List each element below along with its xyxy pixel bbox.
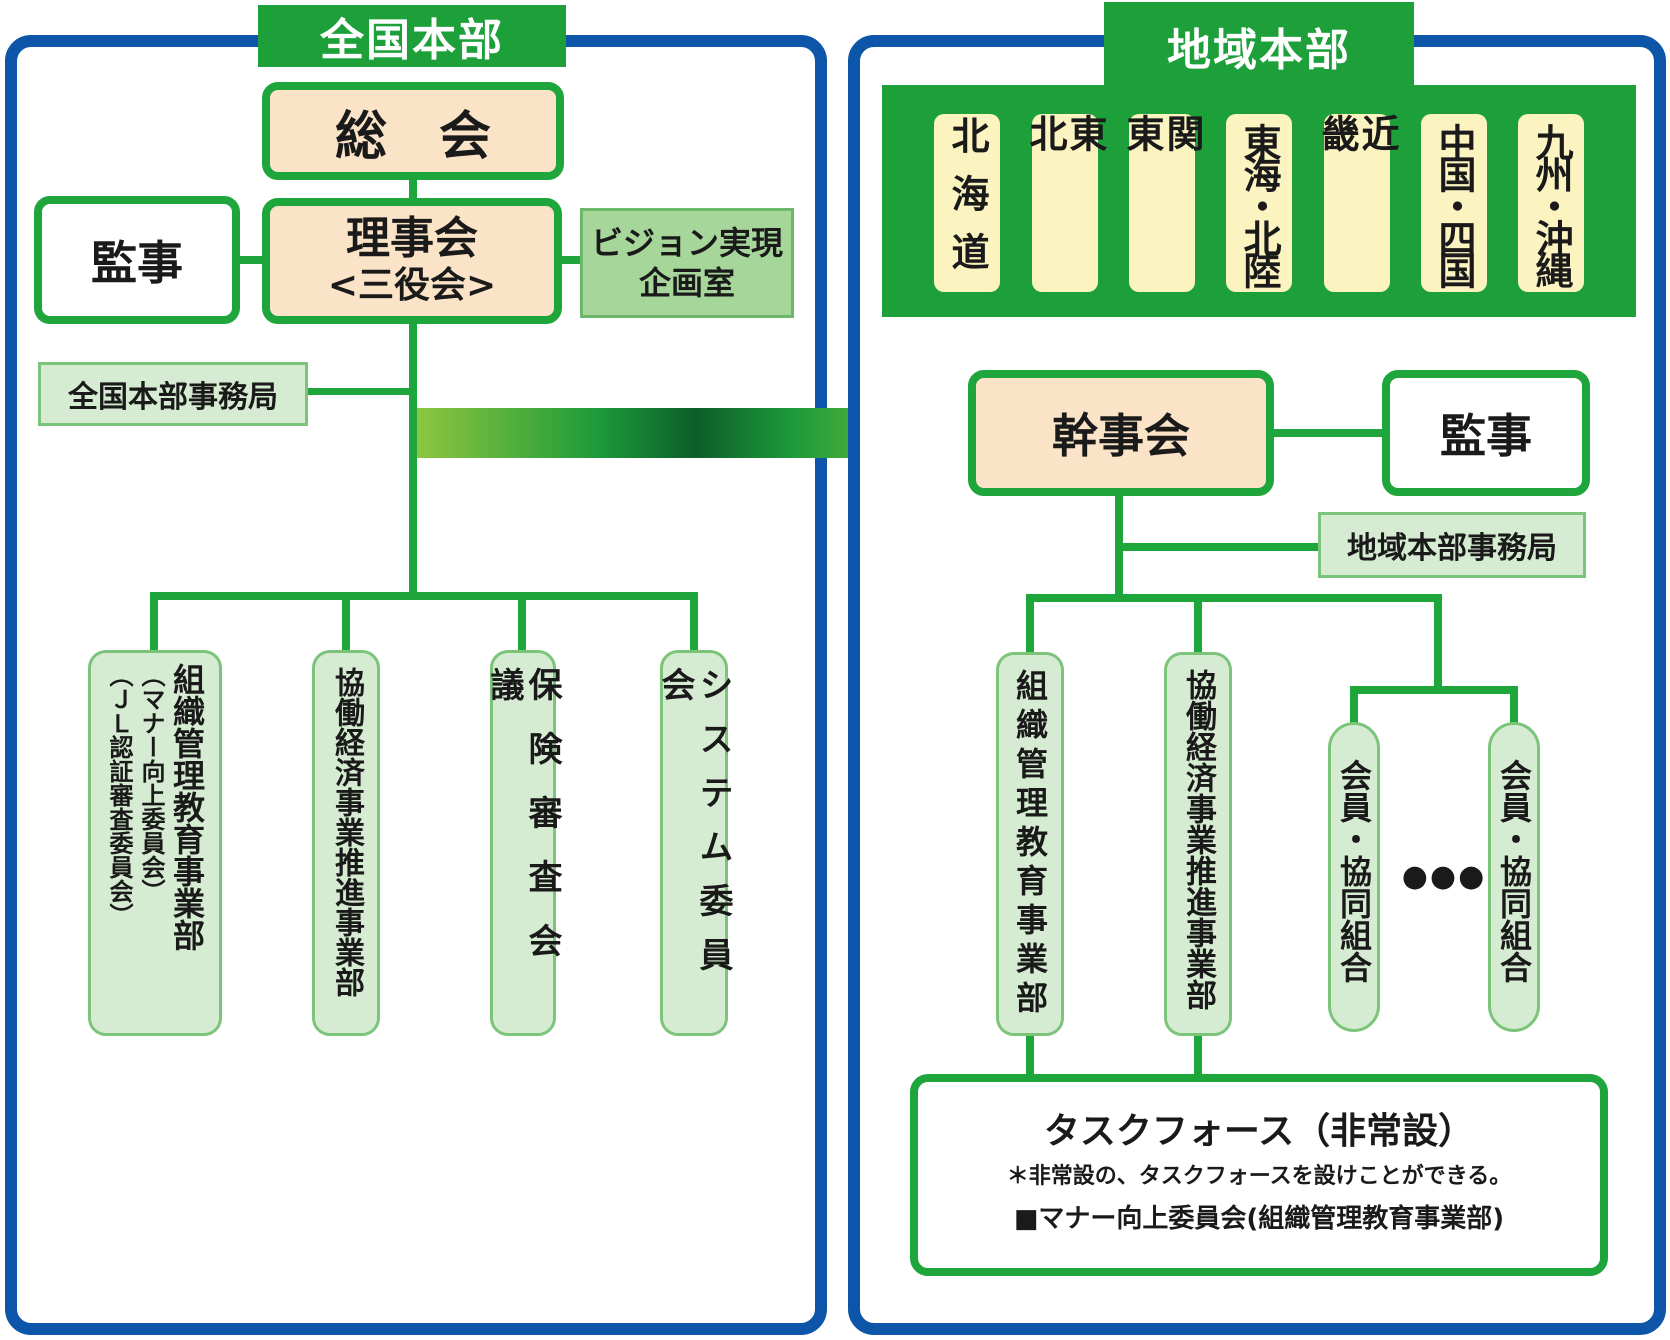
connector-assembly-board [409, 176, 417, 202]
connector-dept-1 [150, 592, 158, 652]
region-kyushu-okinawa: 九州・沖縄 [1518, 114, 1584, 292]
member-cooperative-2-label: 会員・協同組合 [1495, 759, 1533, 983]
region-kyushu-okinawa-label: 九州・沖縄 [1529, 123, 1573, 283]
member-cooperative-1-label: 会員・協同組合 [1335, 759, 1373, 983]
connector-right-dept-2 [1194, 594, 1202, 654]
taskforce-item: ■マナー向上委員会(組織管理教育事業部) [1013, 1204, 1505, 1234]
board-box: 理事会 <三役会> [262, 198, 562, 324]
region-kinki: 近畿 [1315, 114, 1399, 292]
region-kanto-label: 関東 [1120, 114, 1204, 222]
board-label: 理事会 [346, 213, 478, 264]
connector-committee-auditor [1268, 429, 1388, 437]
regional-hq-tab: 地域本部 [1104, 2, 1414, 90]
connector-dept-bus [150, 592, 698, 600]
connector-dept-4 [690, 592, 698, 652]
taskforce-box: タスクフォース（非常設） ＊非常設の、タスクフォースを設けことができる。 ■マナ… [910, 1074, 1608, 1276]
taskforce-note: ＊非常設の、タスクフォースを設けことができる。 [1006, 1164, 1512, 1189]
national-auditor-box: 監事 [34, 196, 240, 324]
dept-insurance-review-label: 保険審査会議 [484, 667, 562, 987]
vision-office-line2: 企画室 [638, 264, 735, 302]
general-assembly-label: 総 会 [334, 106, 491, 167]
national-secretariat-box: 全国本部事務局 [38, 362, 308, 426]
region-hokkaido-label: 北海道 [945, 116, 989, 290]
national-auditor-label: 監事 [91, 236, 183, 290]
region-chugoku-shikoku: 中国・四国 [1421, 114, 1487, 292]
connector-members-bus [1350, 686, 1518, 694]
dept-system-committee: システム委員会 [655, 650, 733, 1036]
region-tohoku: 東北 [1023, 114, 1107, 292]
regional-auditor-label: 監事 [1440, 409, 1532, 463]
dept-cooperative-economy-label: 協働経済事業推進事業部 [329, 667, 364, 997]
connector-member-1 [1350, 686, 1358, 724]
dept-organization: 組織管理教育事業部 （マナー向上委員会） （ＪＬ認証審査委員会） [88, 650, 222, 1036]
region-hokkaido: 北海道 [934, 114, 1000, 292]
national-hq-tab: 全国本部 [258, 5, 566, 67]
connector-taskforce-1 [1026, 1034, 1034, 1080]
national-secretariat-label: 全国本部事務局 [68, 380, 278, 415]
connector-dept-2 [342, 592, 350, 652]
region-kinki-label: 近畿 [1315, 114, 1399, 222]
connector-taskforce-2 [1194, 1034, 1202, 1080]
dept-organization-sub2: （ＪＬ認証審査委員会） [105, 663, 133, 927]
board-sub-label: <三役会> [327, 265, 497, 306]
dept-organization-sub1: （マナー向上委員会） [137, 663, 165, 903]
connector-right-secretariat [1115, 543, 1321, 551]
ellipsis: ●●● [1401, 859, 1487, 894]
connector-board-vision [556, 256, 582, 264]
general-assembly-box: 総 会 [262, 82, 564, 180]
regional-auditor-box: 監事 [1382, 370, 1590, 496]
region-chugoku-shikoku-label: 中国・四国 [1432, 123, 1476, 283]
connector-auditor-board [236, 256, 266, 264]
connector-main-trunk [409, 318, 417, 594]
dept-cooperative-economy: 協働経済事業推進事業部 [312, 650, 380, 1036]
committee-label: 幹事会 [1052, 409, 1190, 463]
connector-right-bus [1026, 594, 1442, 602]
taskforce-title: タスクフォース（非常設） [1043, 1111, 1475, 1152]
connector-right-members-drop [1434, 594, 1442, 690]
vision-office-box: ビジョン実現 企画室 [580, 208, 794, 318]
regional-dept-organization: 組織管理教育事業部 [996, 652, 1064, 1036]
dept-organization-label: 組織管理教育事業部 [168, 663, 206, 951]
vision-office-line1: ビジョン実現 [590, 224, 783, 262]
dept-system-committee-label: システム委員会 [655, 667, 733, 991]
connector-secretariat [305, 388, 413, 395]
regional-dept-cooperative-economy-label: 協働経済事業推進事業部 [1180, 669, 1216, 1010]
region-tokai-hokuriku: 東海・北陸 [1226, 114, 1292, 292]
regional-dept-cooperative-economy: 協働経済事業推進事業部 [1164, 652, 1232, 1036]
dept-insurance-review: 保険審査会議 [484, 650, 562, 1036]
member-cooperative-2: 会員・協同組合 [1488, 722, 1540, 1032]
regional-secretariat-box: 地域本部事務局 [1318, 512, 1586, 578]
region-kanto: 関東 [1120, 114, 1204, 292]
regional-secretariat-label: 地域本部事務局 [1347, 531, 1557, 566]
committee-box: 幹事会 [968, 370, 1274, 496]
regional-dept-organization-label: 組織管理教育事業部 [1011, 669, 1049, 1020]
connector-right-dept-1 [1026, 594, 1034, 654]
region-tohoku-label: 東北 [1023, 114, 1107, 222]
connector-member-2 [1510, 686, 1518, 724]
region-tokai-hokuriku-label: 東海・北陸 [1237, 123, 1281, 283]
connector-dept-3 [518, 592, 526, 652]
member-cooperative-1: 会員・協同組合 [1328, 722, 1380, 1032]
